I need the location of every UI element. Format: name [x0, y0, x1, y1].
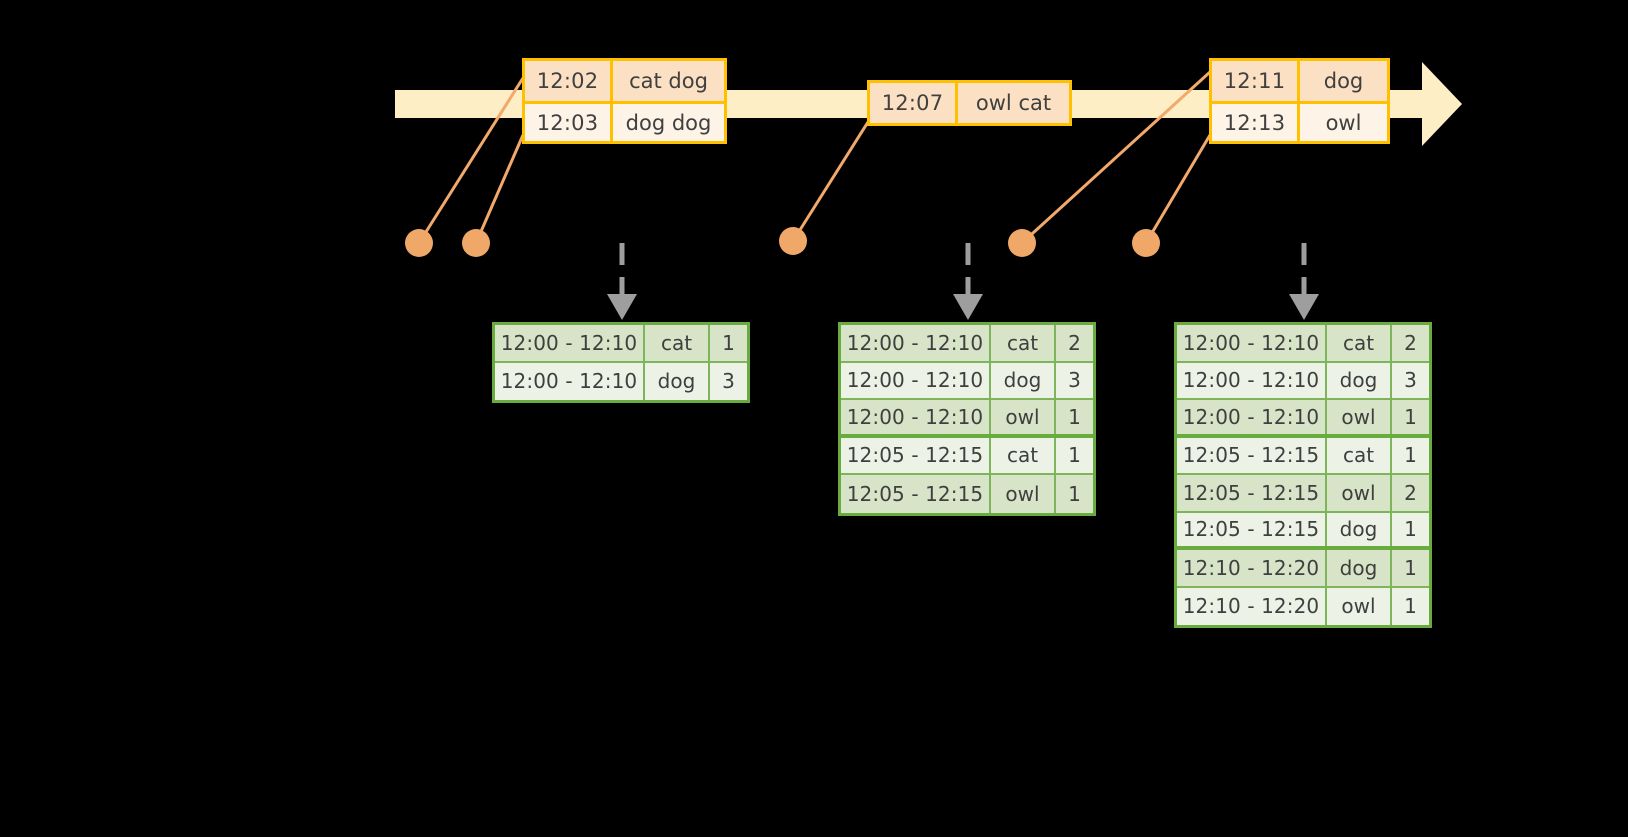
table-row: 12:05 - 12:15 cat 1: [1177, 437, 1429, 475]
event-words: cat dog: [629, 69, 708, 93]
result-count: 1: [1404, 517, 1417, 542]
result-word: cat: [991, 437, 1056, 473]
result-word: dog: [645, 362, 710, 400]
result-window: 12:00 - 12:10: [495, 325, 645, 361]
dashed-arrow-1: [607, 243, 637, 320]
event-row: 12:02 cat dog: [525, 61, 724, 101]
table-row: 12:05 - 12:15 owl 2: [1177, 475, 1429, 513]
dashed-arrows: [607, 243, 1319, 320]
result-count: 1: [1068, 443, 1081, 468]
event-dots: [405, 227, 1160, 257]
event-row: 12:03 dog dog: [525, 101, 724, 141]
event-words: owl cat: [975, 91, 1052, 115]
table-row: 12:00 - 12:10 dog 3: [495, 362, 747, 400]
event-time: 12:03: [525, 104, 613, 141]
event-dot-4: [1008, 229, 1036, 257]
table-row: 12:00 - 12:10 cat 1: [495, 325, 747, 363]
table-row: 12:00 - 12:10 owl 1: [1177, 400, 1429, 438]
result-word: cat: [1327, 325, 1392, 361]
result-word: owl: [1327, 587, 1392, 625]
table-row: 12:00 - 12:10 dog 3: [1177, 362, 1429, 400]
table-row: 12:10 - 12:20 owl 1: [1177, 587, 1429, 625]
result-count: 3: [1068, 368, 1081, 393]
event-time: 12:07: [870, 83, 958, 123]
result-window: 12:00 - 12:10: [495, 362, 645, 400]
result-count: 1: [1404, 404, 1417, 429]
result-table-3: 12:00 - 12:10 cat 2 12:00 - 12:10 dog 3 …: [1174, 322, 1432, 628]
result-window: 12:00 - 12:10: [1177, 400, 1327, 434]
result-word: cat: [1327, 437, 1392, 473]
result-window: 12:05 - 12:15: [1177, 437, 1327, 473]
result-word: dog: [991, 362, 1056, 398]
event-row: 12:13 owl: [1212, 101, 1387, 141]
result-word: owl: [1327, 400, 1392, 434]
connector-line-1: [417, 77, 525, 244]
result-word: dog: [1327, 362, 1392, 398]
connector-line-2: [474, 134, 525, 244]
dashed-arrow-2: [953, 243, 983, 320]
result-count: 1: [1404, 594, 1417, 619]
table-row: 12:00 - 12:10 cat 2: [841, 325, 1093, 363]
result-word: dog: [1327, 512, 1392, 546]
event-time: 12:02: [525, 61, 613, 101]
result-count: 3: [1404, 368, 1417, 393]
result-table-2: 12:00 - 12:10 cat 2 12:00 - 12:10 dog 3 …: [838, 322, 1096, 516]
connector-line-5: [1144, 134, 1212, 244]
result-window: 12:05 - 12:15: [841, 437, 991, 473]
table-row: 12:10 - 12:20 dog 1: [1177, 550, 1429, 588]
result-word: dog: [1327, 550, 1392, 586]
result-window: 12:00 - 12:10: [841, 362, 991, 398]
event-time: 12:11: [1212, 61, 1300, 101]
dashed-arrow-3: [1289, 243, 1319, 320]
result-window: 12:05 - 12:15: [1177, 475, 1327, 511]
event-row: 12:11 dog: [1212, 61, 1387, 101]
table-row: 12:05 - 12:15 dog 1: [1177, 512, 1429, 550]
result-word: cat: [991, 325, 1056, 361]
result-word: owl: [991, 475, 1056, 513]
event-dot-2: [462, 229, 490, 257]
result-table-1: 12:00 - 12:10 cat 1 12:00 - 12:10 dog 3: [492, 322, 750, 403]
connector-line-3: [791, 121, 870, 242]
event-dot-5: [1132, 229, 1160, 257]
result-word: owl: [1327, 475, 1392, 511]
event-time: 12:13: [1212, 104, 1300, 141]
result-window: 12:10 - 12:20: [1177, 550, 1327, 586]
event-box-2: 12:07 owl cat: [867, 80, 1072, 126]
result-window: 12:05 - 12:15: [1177, 512, 1327, 546]
result-count: 3: [722, 369, 735, 394]
result-window: 12:10 - 12:20: [1177, 587, 1327, 625]
table-row: 12:00 - 12:10 dog 3: [841, 362, 1093, 400]
event-row: 12:07 owl cat: [870, 83, 1069, 123]
result-window: 12:00 - 12:10: [841, 400, 991, 434]
result-count: 1: [1068, 481, 1081, 506]
table-row: 12:05 - 12:15 owl 1: [841, 475, 1093, 513]
event-words: owl: [1325, 110, 1362, 135]
result-count: 2: [1404, 480, 1417, 505]
result-count: 1: [1404, 443, 1417, 468]
event-box-1: 12:02 cat dog 12:03 dog dog: [522, 58, 727, 144]
table-row: 12:05 - 12:15 cat 1: [841, 437, 1093, 475]
result-window: 12:00 - 12:10: [1177, 362, 1327, 398]
result-window: 12:05 - 12:15: [841, 475, 991, 513]
result-count: 1: [1404, 555, 1417, 580]
result-word: cat: [645, 325, 710, 361]
result-window: 12:00 - 12:10: [841, 325, 991, 361]
table-row: 12:00 - 12:10 cat 2: [1177, 325, 1429, 363]
event-dot-3: [779, 227, 807, 255]
result-count: 2: [1404, 330, 1417, 355]
event-dot-1: [405, 229, 433, 257]
event-words: dog: [1323, 69, 1364, 93]
table-row: 12:00 - 12:10 owl 1: [841, 400, 1093, 438]
result-count: 2: [1068, 330, 1081, 355]
result-count: 1: [722, 330, 735, 355]
event-box-3: 12:11 dog 12:13 owl: [1209, 58, 1390, 144]
result-count: 1: [1068, 404, 1081, 429]
result-window: 12:00 - 12:10: [1177, 325, 1327, 361]
result-word: owl: [991, 400, 1056, 434]
event-words: dog dog: [625, 110, 712, 135]
